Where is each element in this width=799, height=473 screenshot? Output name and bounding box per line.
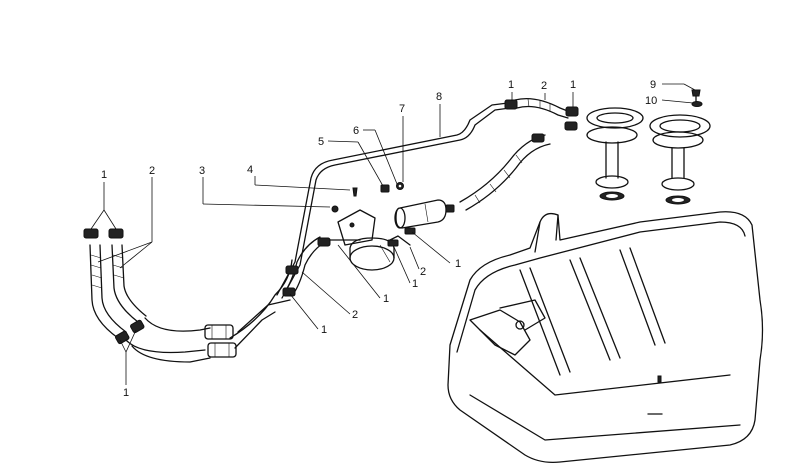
- callout-filter-1: 1: [383, 293, 389, 305]
- lower-fuel-lines: [125, 259, 293, 363]
- tank-sender-unit-right: [649, 114, 711, 205]
- callout-8: 8: [436, 91, 442, 103]
- electric-fuel-pump: [387, 199, 455, 247]
- hose-hatching: [90, 254, 125, 289]
- callout-4: 4: [247, 164, 253, 176]
- tank-sender-unit-left: [586, 107, 644, 201]
- left-filler-hoses: [89, 244, 147, 339]
- upper-right-hose: [459, 121, 578, 211]
- callout-pump-2: 2: [420, 266, 426, 278]
- callout-labels: 1 2 1 3 4 5 6 7 8 1 2 1 9 10 2 1 1 1 2 1: [101, 79, 657, 399]
- small-fittings: [331, 182, 404, 213]
- hose-clamps-bottom-left: [115, 319, 145, 345]
- hose-clamps-top-left: [83, 228, 124, 239]
- callout-hose-1: 1: [321, 324, 327, 336]
- long-return-pipe: [276, 102, 511, 299]
- callout-pump-1a: 1: [455, 258, 461, 270]
- callout-7: 7: [399, 103, 405, 115]
- callout-3: 3: [199, 165, 205, 177]
- callout-top-1b: 1: [570, 79, 576, 91]
- inline-filters: [204, 324, 237, 358]
- callout-left-1-top: 1: [101, 169, 107, 181]
- fuel-tank: [447, 211, 764, 463]
- callout-10: 10: [645, 95, 657, 107]
- mounting-bracket: [337, 209, 376, 246]
- callout-left-1-bottom: 1: [123, 387, 129, 399]
- middle-hose: [282, 236, 331, 297]
- fuel-filter-canister: [329, 237, 395, 271]
- screw-and-washer: [691, 89, 703, 107]
- top-short-hose: [504, 97, 579, 119]
- callout-9: 9: [650, 79, 656, 91]
- callout-5: 5: [318, 136, 324, 148]
- callout-6: 6: [353, 125, 359, 137]
- callout-top-2: 2: [541, 80, 547, 92]
- leader-lines: [90, 83, 696, 385]
- callout-left-2: 2: [149, 165, 155, 177]
- callout-pump-1b: 1: [412, 278, 418, 290]
- callout-top-1a: 1: [508, 79, 514, 91]
- callout-hose-2: 2: [352, 309, 358, 321]
